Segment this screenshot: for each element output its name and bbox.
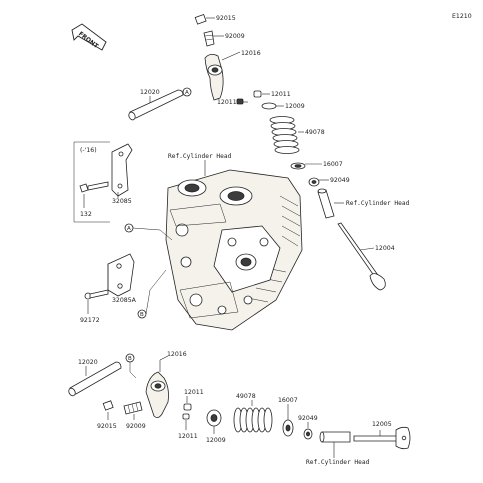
part-92015-bottom: 92015 [97, 423, 117, 430]
ref-cylinder-head-1: Ref.Cylinder Head [346, 200, 410, 207]
rocker-arm-bottom [145, 355, 169, 418]
svg-text:A: A [127, 226, 131, 232]
ref-cylinder-head-3: Ref.Cylinder Head [306, 459, 370, 466]
part-32085: 32085 [112, 198, 132, 205]
valve-guide-bottom [319, 431, 351, 458]
valve-spring-top [269, 116, 304, 154]
intake-valve [337, 222, 386, 291]
bracket-32085a [107, 253, 135, 297]
part-12009-bottom: 12009 [206, 437, 226, 444]
rocker-shaft-bottom [68, 361, 122, 397]
spring-retainer-bottom [206, 409, 222, 434]
callout-b-mid: B [137, 269, 167, 319]
spring-seat-bottom [282, 404, 294, 437]
svg-text:B: B [128, 356, 132, 362]
part-12011-d: 12011 [178, 433, 198, 440]
part-12020-bottom: 12020 [78, 359, 98, 366]
part-132: 132 [80, 211, 92, 218]
part-12016-bottom: 12016 [167, 351, 187, 358]
bolt-92172 [84, 289, 109, 314]
adjusting-screw-top [194, 13, 215, 25]
part-16007-bottom: 16007 [278, 397, 298, 404]
exhaust-valve [353, 426, 411, 450]
callout-a-top: A [182, 87, 192, 97]
part-12011-b: 12011 [217, 99, 237, 106]
part-92015-top: 92015 [216, 15, 236, 22]
part-92172: 92172 [80, 317, 100, 324]
ref-cylinder-head-2: Ref.Cylinder Head [168, 153, 232, 160]
part-12004: 12004 [375, 245, 395, 252]
valve-guide-top [317, 188, 344, 219]
year-range-label: (-'16) [80, 147, 97, 154]
svg-text:A: A [185, 90, 189, 96]
callout-b-bottom: B [125, 353, 137, 379]
locknut-top [203, 30, 224, 47]
part-92049-bottom: 92049 [298, 415, 318, 422]
part-92049-top: 92049 [330, 177, 350, 184]
part-49078-bottom: 49078 [236, 393, 256, 400]
part-49078-top: 49078 [305, 129, 325, 136]
part-12011-c: 12011 [184, 389, 204, 396]
part-12009-top: 12009 [285, 103, 305, 110]
part-12005: 12005 [372, 421, 392, 428]
diagram-code: E1210 [452, 13, 472, 20]
part-92009-top: 92009 [225, 33, 245, 40]
part-16007-top: 16007 [323, 161, 343, 168]
part-92009-bottom: 92009 [126, 423, 146, 430]
rocker-shaft-top [128, 89, 184, 121]
rocker-arm-top [204, 51, 241, 101]
locknut-bottom [123, 401, 143, 420]
spring-retainer-top [261, 102, 284, 110]
stem-seal-top [308, 177, 329, 187]
rocker-pin-top [236, 90, 270, 105]
front-arrow-icon: FRONT [71, 23, 107, 51]
part-12020-top: 12020 [140, 89, 160, 96]
year-range-box: (-'16) [73, 141, 133, 223]
valve-spring-bottom [233, 400, 273, 433]
part-12016-top: 12016 [241, 50, 261, 57]
adjusting-screw-bottom [102, 400, 114, 420]
callout-a-mid: A [124, 223, 173, 241]
rocker-pin-bottom [182, 396, 192, 430]
part-32085A: 32085A [112, 297, 137, 304]
cylinder-head [165, 169, 303, 331]
spring-seat-top [290, 162, 322, 170]
svg-text:B: B [140, 312, 144, 318]
part-12011-a: 12011 [271, 91, 291, 98]
stem-seal-bottom [303, 422, 313, 440]
